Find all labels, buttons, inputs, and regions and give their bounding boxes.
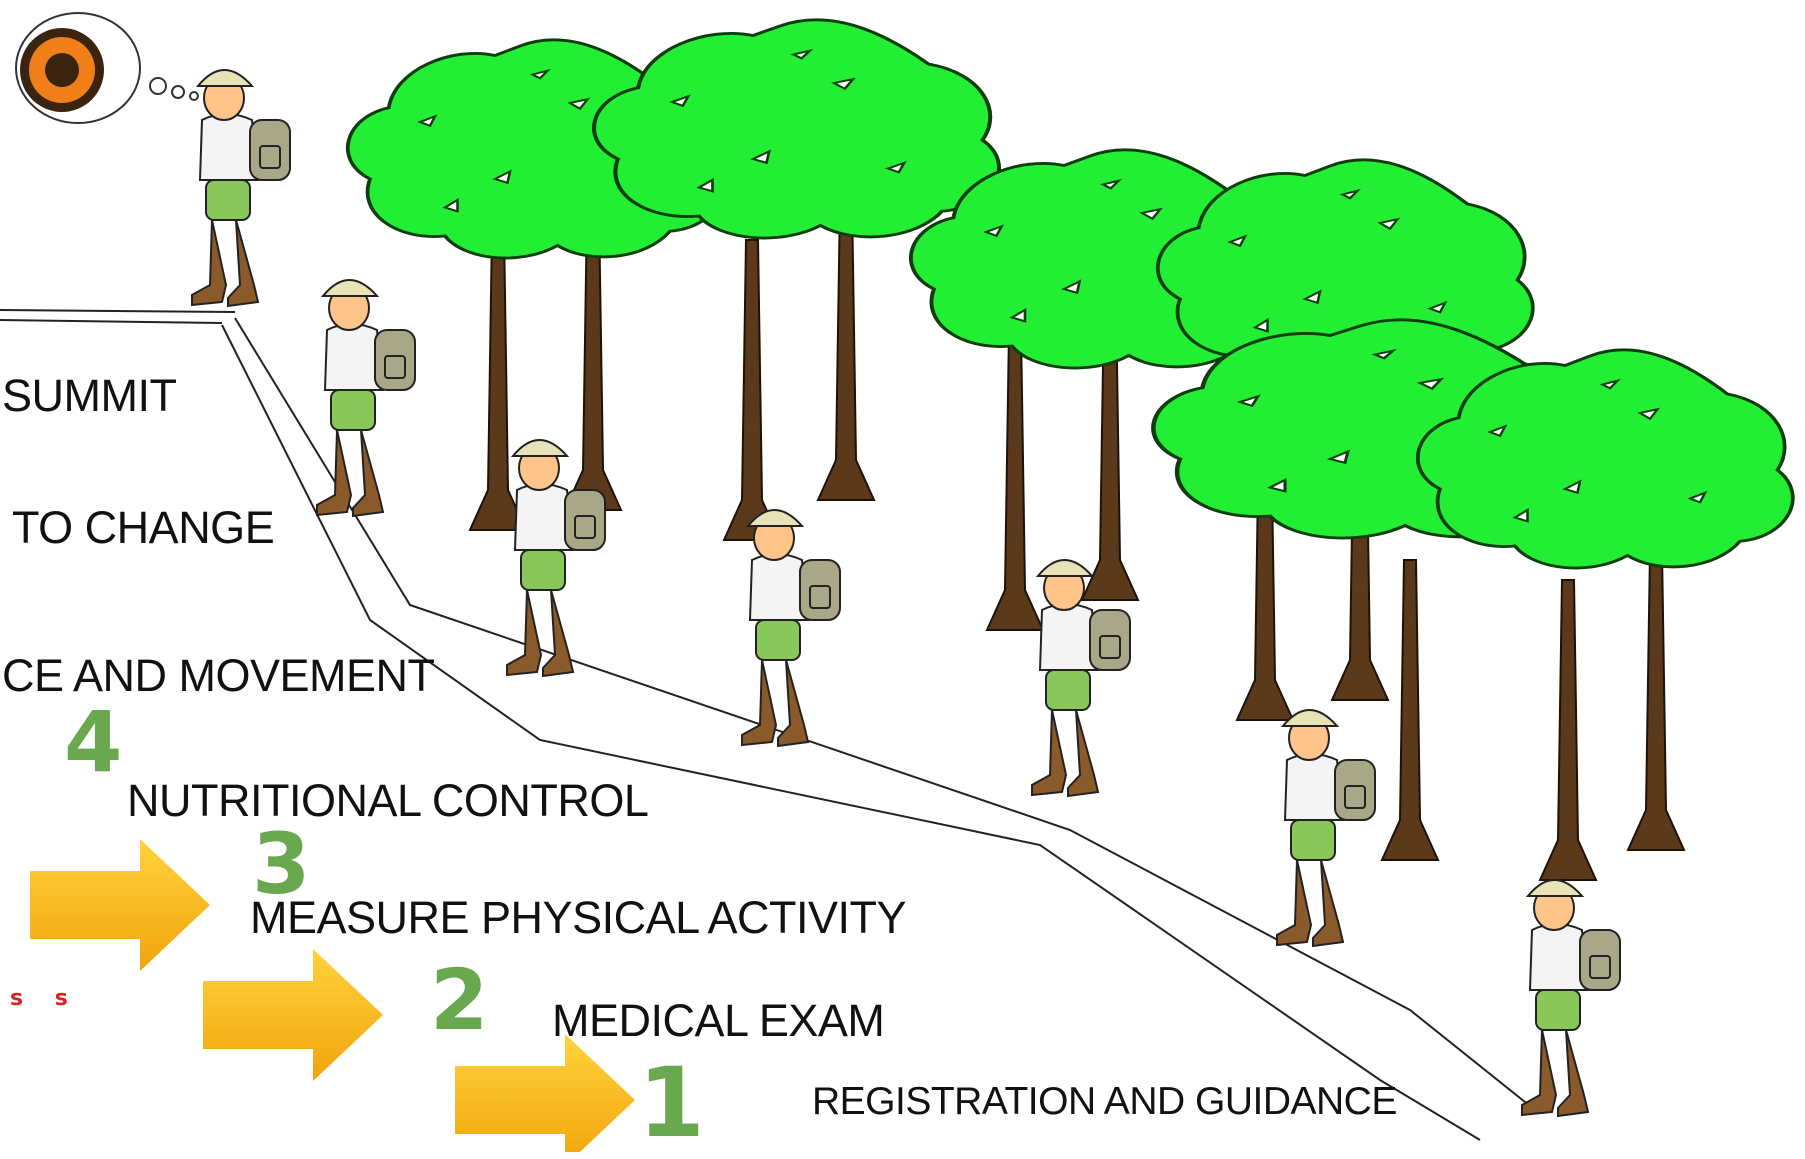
step-2-label: MEDICAL EXAM: [552, 995, 885, 1046]
step-2-number: 2: [430, 951, 489, 1049]
step-3-number: 3: [252, 815, 311, 913]
step-1-number: 1: [638, 1047, 705, 1159]
progress-arrows: [30, 839, 635, 1152]
arrow-to-step-3: [30, 839, 210, 971]
forest: [345, 20, 1795, 881]
arrow-to-step-2: [203, 949, 383, 1081]
trail-path: [0, 309, 1536, 1141]
thought-bubble: [15, 12, 199, 124]
summit-label: SUMMIT: [2, 370, 177, 421]
cropped-red-text: s s: [10, 986, 80, 1011]
step-3-label: MEASURE PHYSICAL ACTIVITY: [250, 892, 907, 943]
step-1-label: REGISTRATION AND GUIDANCE: [812, 1080, 1397, 1123]
step-4-number: 4: [64, 693, 123, 791]
change-label: TO CHANGE: [12, 502, 275, 553]
movement-label: CE AND MOVEMENT: [2, 650, 435, 701]
step-4-label: NUTRITIONAL CONTROL: [127, 775, 649, 826]
arrow-to-step-1: [455, 1034, 635, 1152]
